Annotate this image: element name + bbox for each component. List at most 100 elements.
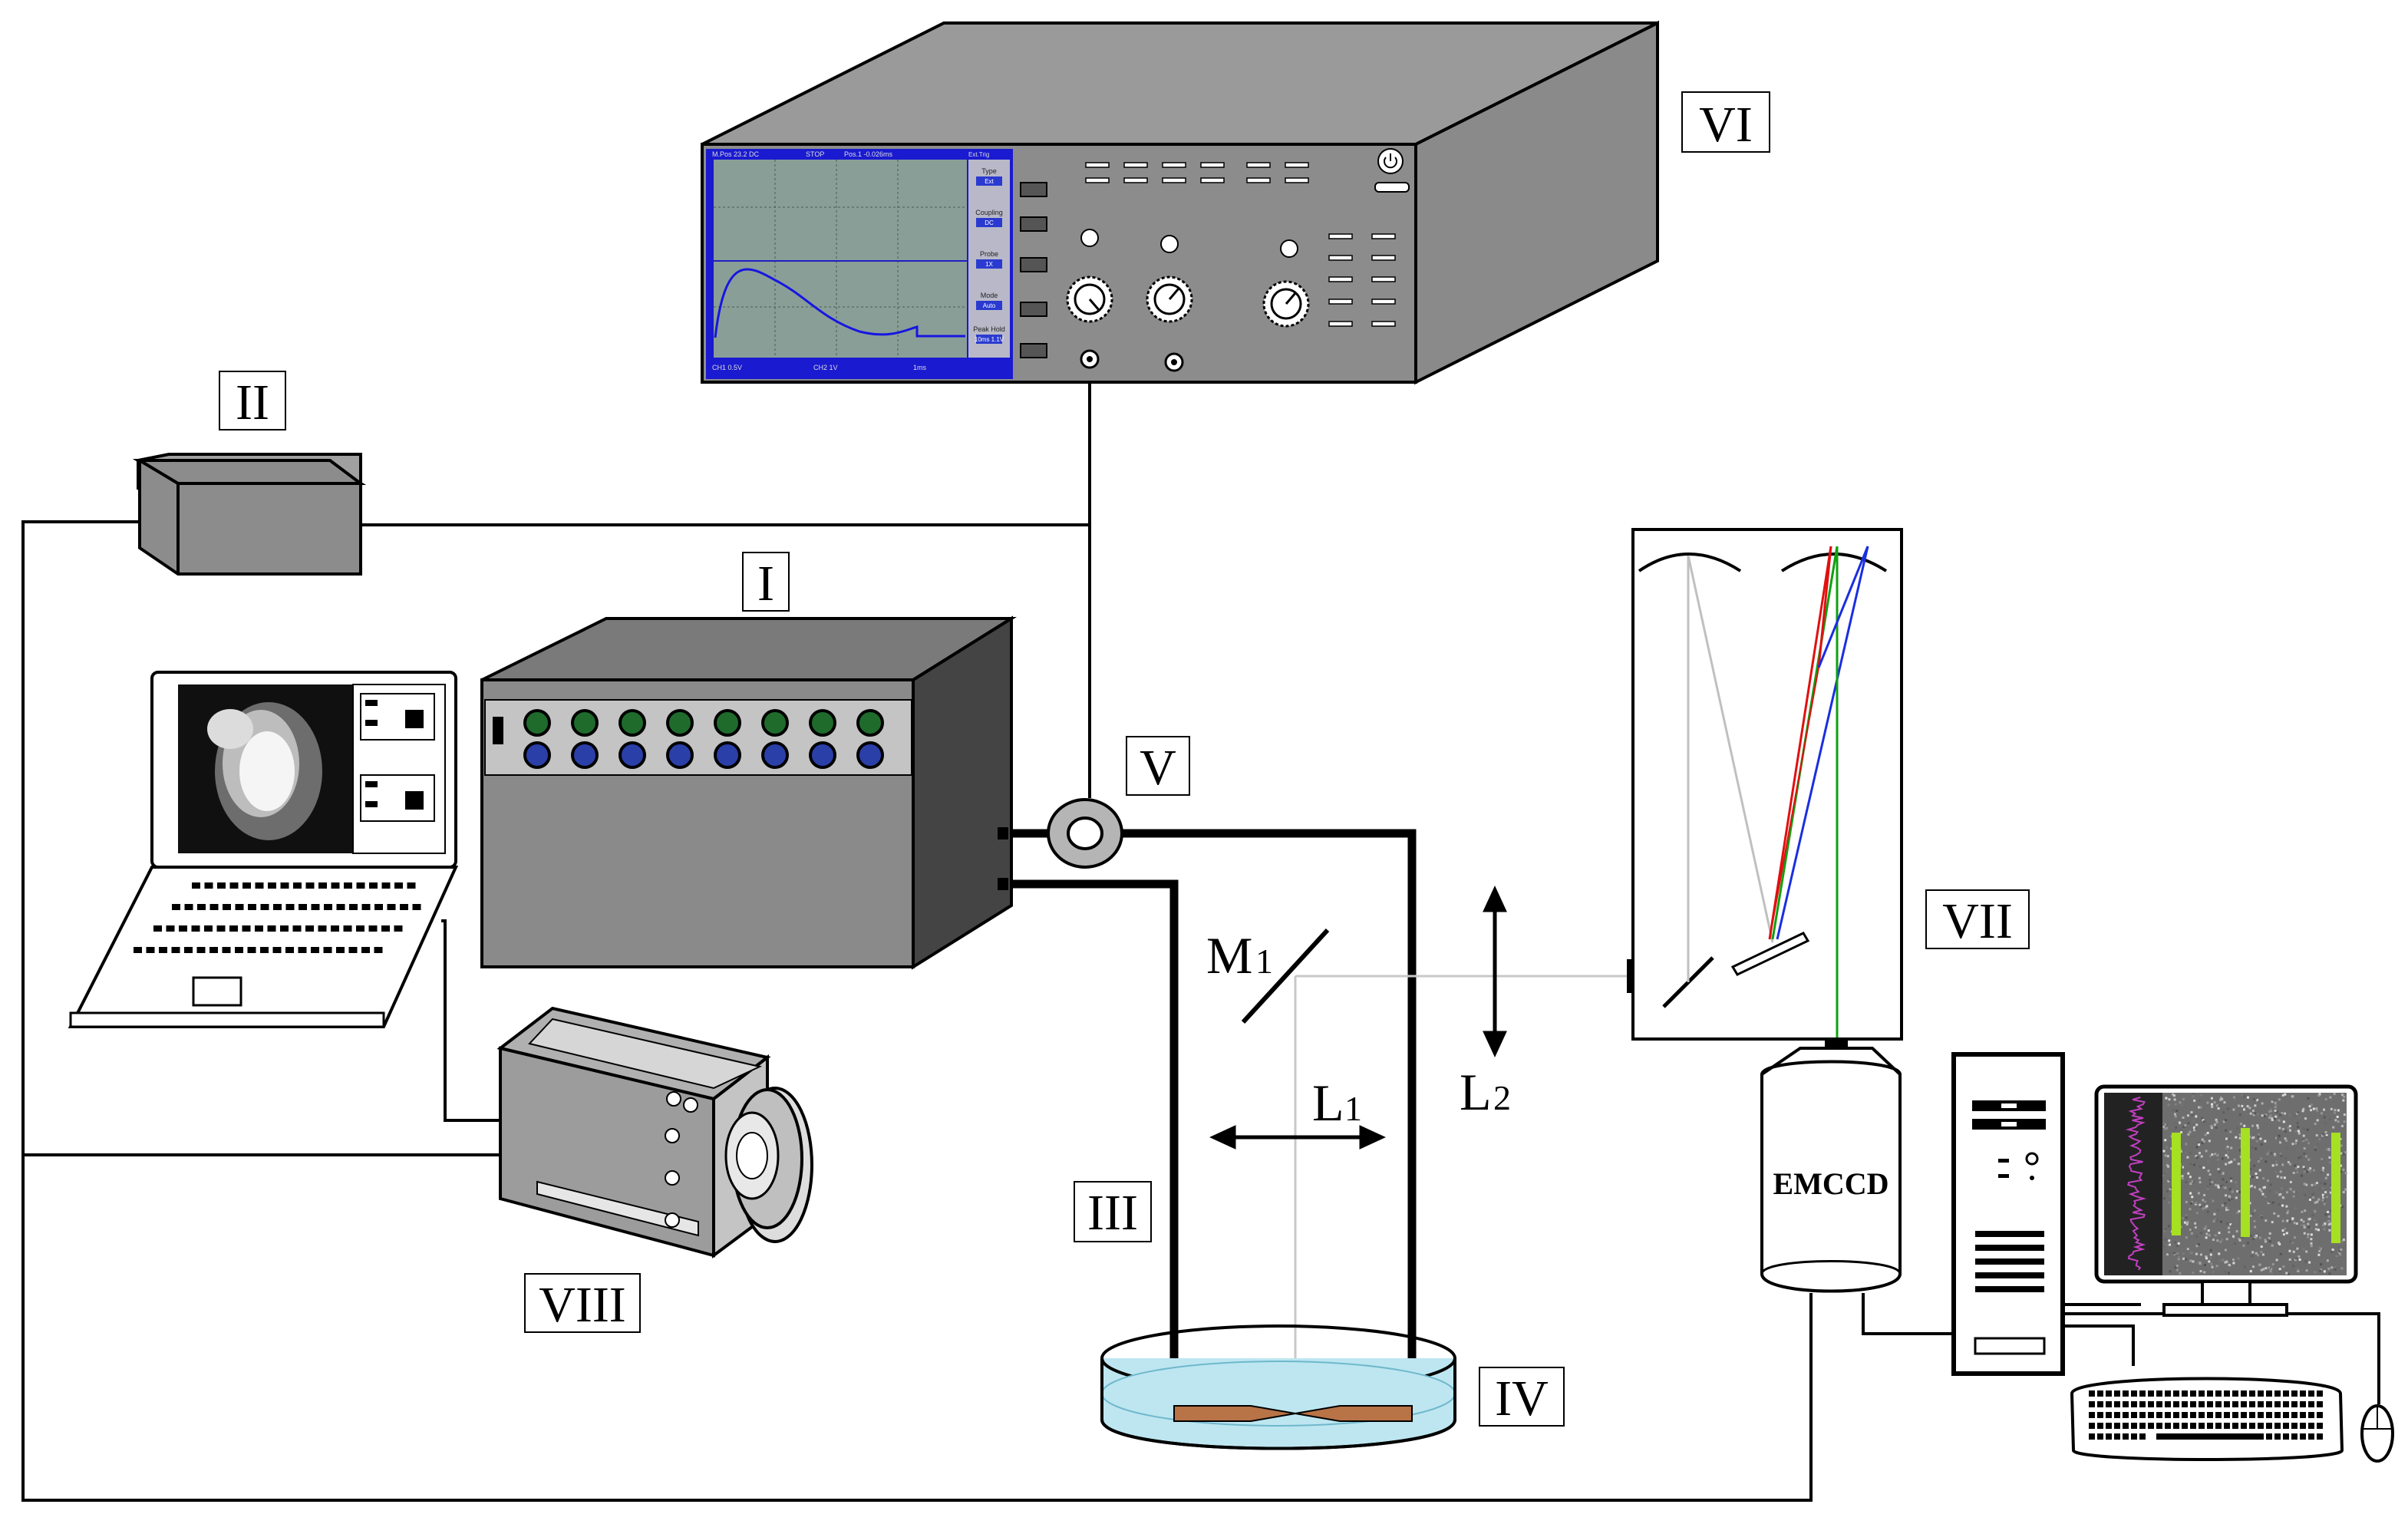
laptop-key[interactable] xyxy=(184,904,193,910)
laptop-key[interactable] xyxy=(204,882,213,889)
desktop-mouse[interactable] xyxy=(2360,1404,2394,1463)
keyboard-key[interactable] xyxy=(2317,1390,2323,1397)
keyboard-key[interactable] xyxy=(2308,1433,2314,1440)
keyboard-key[interactable] xyxy=(2114,1401,2120,1407)
keyboard-key[interactable] xyxy=(2114,1390,2120,1397)
keyboard-key[interactable] xyxy=(2241,1412,2247,1418)
laptop-key[interactable] xyxy=(191,925,200,932)
keyboard-key[interactable] xyxy=(2215,1423,2222,1429)
keyboard-key[interactable] xyxy=(2215,1401,2222,1407)
generator-knob-blue[interactable] xyxy=(666,741,694,769)
keyboard-key[interactable] xyxy=(2156,1412,2162,1418)
keyboard-key[interactable] xyxy=(2300,1390,2306,1397)
keyboard-key[interactable] xyxy=(2139,1390,2146,1397)
laptop-key[interactable] xyxy=(356,925,364,932)
keyboard-key[interactable] xyxy=(2300,1423,2306,1429)
laptop-key[interactable] xyxy=(323,947,332,953)
laptop-key[interactable] xyxy=(260,904,269,910)
keyboard-key[interactable] xyxy=(2224,1423,2230,1429)
keyboard-key[interactable] xyxy=(2165,1412,2171,1418)
keyboard-key[interactable] xyxy=(2156,1390,2162,1397)
keyboard-key[interactable] xyxy=(2232,1412,2238,1418)
generator-knobs[interactable] xyxy=(523,709,884,769)
laptop-key[interactable] xyxy=(242,882,251,889)
laptop-key[interactable] xyxy=(349,904,358,910)
keyboard-key[interactable] xyxy=(2249,1412,2255,1418)
keyboard-key[interactable] xyxy=(2308,1401,2314,1407)
laptop-key[interactable] xyxy=(184,947,193,953)
laptop-key[interactable] xyxy=(311,947,319,953)
keyboard-key[interactable] xyxy=(2173,1423,2179,1429)
keyboard-key[interactable] xyxy=(2173,1390,2179,1397)
keyboard-key[interactable] xyxy=(2291,1433,2297,1440)
keyboard-key[interactable] xyxy=(2258,1412,2264,1418)
generator-knob-blue[interactable] xyxy=(761,741,789,769)
keyboard-key[interactable] xyxy=(2249,1401,2255,1407)
laptop-key[interactable] xyxy=(242,925,251,932)
keyboard-key[interactable] xyxy=(2241,1401,2247,1407)
generator-knob-blue[interactable] xyxy=(714,741,741,769)
laptop-key[interactable] xyxy=(204,925,213,932)
laptop-key[interactable] xyxy=(361,947,370,953)
laptop-key[interactable] xyxy=(293,882,302,889)
keyboard-key[interactable] xyxy=(2274,1401,2281,1407)
laptop-key[interactable] xyxy=(299,904,307,910)
laptop-key[interactable] xyxy=(324,904,332,910)
laptop-key[interactable] xyxy=(196,947,206,953)
laptop-key[interactable] xyxy=(235,904,244,910)
keyboard-key[interactable] xyxy=(2131,1412,2137,1418)
laptop-key[interactable] xyxy=(305,882,315,889)
keyboard-key[interactable] xyxy=(2266,1423,2272,1429)
laptop-key[interactable] xyxy=(197,904,206,910)
laptop-key[interactable] xyxy=(223,904,231,910)
laptop-key[interactable] xyxy=(331,925,339,932)
keyboard-key[interactable] xyxy=(2089,1390,2095,1397)
keyboard-key[interactable] xyxy=(2283,1401,2289,1407)
laptop-key[interactable] xyxy=(369,882,378,889)
keyboard-key[interactable] xyxy=(2300,1401,2306,1407)
generator-knob-green[interactable] xyxy=(523,709,551,737)
laptop-key[interactable] xyxy=(255,882,264,889)
keyboard-key[interactable] xyxy=(2291,1412,2297,1418)
laptop-key[interactable] xyxy=(407,882,416,889)
keyboard-key[interactable] xyxy=(2317,1412,2323,1418)
laptop-keyboard[interactable] xyxy=(134,882,421,953)
keyboard-key[interactable] xyxy=(2123,1401,2129,1407)
keyboard-key[interactable] xyxy=(2165,1401,2171,1407)
laptop-key[interactable] xyxy=(387,904,396,910)
keyboard-key[interactable] xyxy=(2106,1433,2112,1440)
keyboard-key[interactable] xyxy=(2097,1390,2103,1397)
laptop-key[interactable] xyxy=(298,947,307,953)
keyboard-key[interactable] xyxy=(2190,1401,2196,1407)
keyboard-key[interactable] xyxy=(2148,1412,2154,1418)
laptop-key[interactable] xyxy=(134,947,142,953)
keyboard-key[interactable] xyxy=(2317,1401,2323,1407)
keyboard-key[interactable] xyxy=(2131,1433,2137,1440)
keyboard-key[interactable] xyxy=(2300,1412,2306,1418)
keyboard-key[interactable] xyxy=(2089,1412,2095,1418)
keyboard-key[interactable] xyxy=(2199,1412,2205,1418)
keyboard-key[interactable] xyxy=(2190,1423,2196,1429)
scope-knobs[interactable] xyxy=(1066,229,1310,328)
laptop-key[interactable] xyxy=(179,925,187,932)
keyboard-key[interactable] xyxy=(2274,1423,2281,1429)
laptop-key[interactable] xyxy=(229,925,238,932)
keyboard-key[interactable] xyxy=(2258,1390,2264,1397)
generator-knob-blue[interactable] xyxy=(571,741,599,769)
laptop-key[interactable] xyxy=(305,925,314,932)
laptop-key[interactable] xyxy=(318,925,327,932)
laptop-key[interactable] xyxy=(247,947,256,953)
keyboard-key[interactable] xyxy=(2097,1423,2103,1429)
laptop-key[interactable] xyxy=(260,947,269,953)
generator-knob-green[interactable] xyxy=(666,709,694,737)
generator-knob-blue[interactable] xyxy=(856,741,884,769)
laptop-touchpad[interactable] xyxy=(192,976,242,1007)
laptop-key[interactable] xyxy=(356,882,365,889)
generator-knob-green[interactable] xyxy=(856,709,884,737)
keyboard-key[interactable] xyxy=(2165,1390,2171,1397)
keyboard-key[interactable] xyxy=(2232,1401,2238,1407)
keyboard-key[interactable] xyxy=(2148,1390,2154,1397)
laptop-key[interactable] xyxy=(192,882,200,889)
keyboard-key[interactable] xyxy=(2274,1433,2281,1440)
keyboard-key[interactable] xyxy=(2232,1423,2238,1429)
